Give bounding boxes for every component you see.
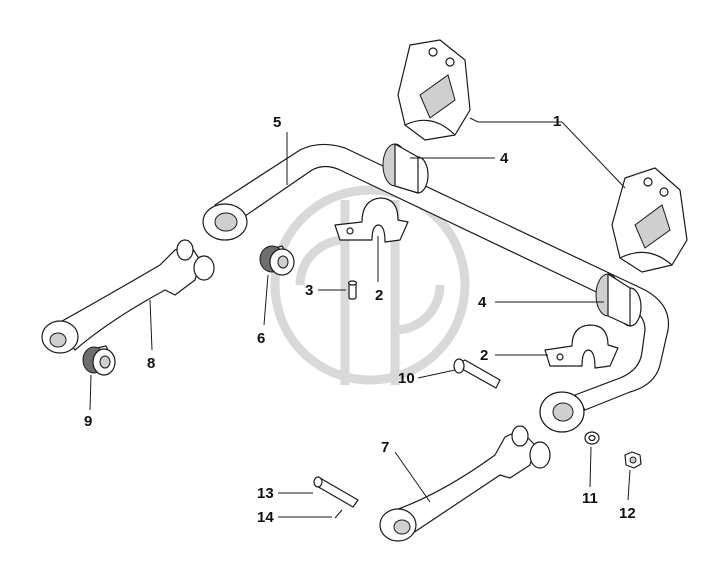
clamp-lower bbox=[544, 324, 619, 369]
label-2a: 2 bbox=[375, 287, 383, 304]
label-13: 13 bbox=[257, 485, 274, 502]
label-3: 3 bbox=[305, 282, 313, 299]
bracket-upper bbox=[397, 39, 471, 141]
link-7 bbox=[379, 425, 551, 542]
label-12: 12 bbox=[619, 505, 636, 522]
bushing-upper bbox=[382, 143, 429, 194]
label-14: 14 bbox=[257, 509, 274, 526]
label-1: 1 bbox=[553, 113, 561, 130]
bushing-6 bbox=[259, 245, 295, 276]
label-2b: 2 bbox=[480, 347, 488, 364]
leader-lines bbox=[89, 117, 631, 518]
bushing-9 bbox=[82, 345, 116, 376]
label-11: 11 bbox=[582, 490, 598, 507]
clamp-upper bbox=[334, 197, 409, 243]
label-9: 9 bbox=[84, 413, 92, 430]
label-7: 7 bbox=[381, 439, 389, 456]
washer-11 bbox=[584, 431, 600, 445]
bolt-3 bbox=[347, 280, 358, 300]
bar-end-eye-lower bbox=[539, 391, 585, 433]
callout-labels: 1 2 2 3 4 4 5 6 7 8 9 10 11 12 13 14 bbox=[84, 113, 636, 526]
label-6: 6 bbox=[257, 330, 265, 347]
stabilizer-bar bbox=[214, 143, 670, 411]
cotter-pin-14 bbox=[334, 509, 343, 519]
label-4a: 4 bbox=[500, 150, 509, 167]
label-10: 10 bbox=[398, 370, 415, 387]
nut-12 bbox=[624, 451, 642, 469]
pin-13 bbox=[313, 476, 359, 508]
label-5: 5 bbox=[273, 114, 281, 131]
label-4b: 4 bbox=[478, 294, 487, 311]
bushing-lower bbox=[595, 273, 642, 327]
label-8: 8 bbox=[147, 355, 155, 372]
bracket-lower bbox=[611, 167, 688, 273]
link-8 bbox=[41, 239, 215, 354]
bar-end-eye-upper bbox=[202, 203, 248, 241]
bolt-10 bbox=[453, 358, 501, 389]
